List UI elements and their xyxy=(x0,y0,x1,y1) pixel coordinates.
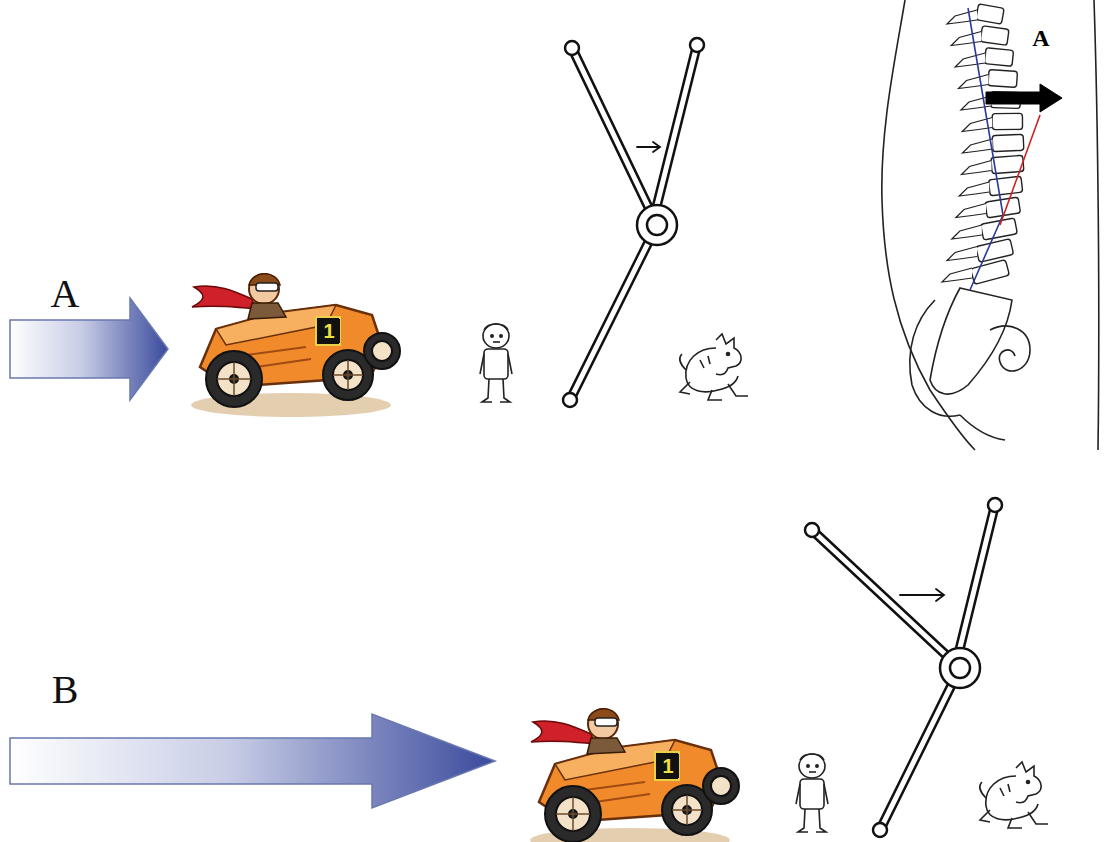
spine-illustration xyxy=(882,0,1099,450)
person-figure xyxy=(796,754,828,832)
drawing-stroke xyxy=(951,32,981,46)
drawing-stroke xyxy=(955,53,985,67)
drawing-stroke xyxy=(565,41,579,55)
case-letter: B xyxy=(40,668,90,712)
drawing-stroke xyxy=(652,45,697,225)
drawing-stroke xyxy=(961,161,991,175)
drawing-stroke xyxy=(971,260,1010,285)
drawing-stroke xyxy=(988,498,1002,512)
race-car xyxy=(530,709,739,842)
drawing-stroke xyxy=(958,75,988,89)
drawing-stroke xyxy=(873,823,887,837)
drawing-stroke xyxy=(955,505,995,668)
drawing-stroke xyxy=(968,8,1003,290)
drawing-stroke xyxy=(981,218,1018,240)
drawing-stroke xyxy=(652,45,697,225)
drawing-stroke xyxy=(942,4,1024,285)
drawing-stroke xyxy=(900,589,944,601)
drawing-stroke xyxy=(952,225,982,239)
drawing-stroke xyxy=(805,523,819,537)
drawing-stroke xyxy=(563,393,577,407)
car-number: 1 xyxy=(318,319,340,343)
drawing-stroke xyxy=(986,84,1062,112)
drawing-stroke xyxy=(637,142,660,152)
figure-letter: A xyxy=(1026,24,1056,52)
drawing-stroke xyxy=(930,288,1012,394)
person-figure xyxy=(480,324,512,402)
drawing-stroke xyxy=(959,182,989,196)
drawing-stroke xyxy=(1094,0,1099,450)
drawing-stroke xyxy=(992,113,1022,129)
drawing-stroke xyxy=(947,247,977,261)
drawing-stroke xyxy=(980,26,1009,46)
car-number: 1 xyxy=(657,754,679,778)
drawing-stroke xyxy=(637,205,677,245)
drawing-stroke xyxy=(563,38,704,407)
drawing-stroke xyxy=(812,530,960,668)
drawing-stroke xyxy=(880,668,960,830)
dog-figure xyxy=(680,334,748,400)
drawing-stroke xyxy=(812,530,960,668)
force-arrow xyxy=(10,714,495,808)
drawing-stroke xyxy=(572,48,657,225)
drawing-stroke xyxy=(984,48,1013,67)
drawing-stroke xyxy=(940,648,980,688)
drawing-stroke xyxy=(570,45,697,400)
drawing-stroke xyxy=(955,505,995,668)
drawing-stroke xyxy=(992,134,1024,151)
drawing-stroke xyxy=(950,658,970,678)
force-arrow xyxy=(10,298,168,400)
drawing-stroke xyxy=(647,215,667,235)
drawing-stroke xyxy=(988,70,1017,88)
lever xyxy=(805,498,1002,837)
drawing-stroke xyxy=(1000,115,1040,225)
drawing-stroke xyxy=(570,225,657,400)
drawing-stroke xyxy=(570,45,697,400)
drawing-stroke xyxy=(805,498,1002,837)
race-car xyxy=(191,274,400,417)
drawing-stroke xyxy=(956,204,986,218)
case-letter: A xyxy=(40,272,90,316)
drawing-stroke xyxy=(880,668,960,830)
dog-figure xyxy=(980,762,1048,828)
drawing-stroke xyxy=(963,139,993,153)
drawing-stroke xyxy=(812,505,995,830)
drawing-stroke xyxy=(960,415,1005,440)
lever xyxy=(563,38,704,407)
drawing-stroke xyxy=(812,505,995,830)
drawing-stroke xyxy=(910,300,960,416)
drawing-stroke xyxy=(572,48,657,225)
drawing-stroke xyxy=(990,326,1030,371)
drawing-stroke xyxy=(976,239,1014,262)
drawing-stroke xyxy=(690,38,704,52)
drawing-stroke xyxy=(10,714,495,808)
drawing-stroke xyxy=(988,176,1022,196)
drawing-stroke xyxy=(976,4,1004,24)
drawing-stroke xyxy=(942,268,972,282)
drawing-stroke xyxy=(10,298,168,400)
drawing-stroke xyxy=(947,10,977,24)
drawing-stroke xyxy=(570,225,657,400)
